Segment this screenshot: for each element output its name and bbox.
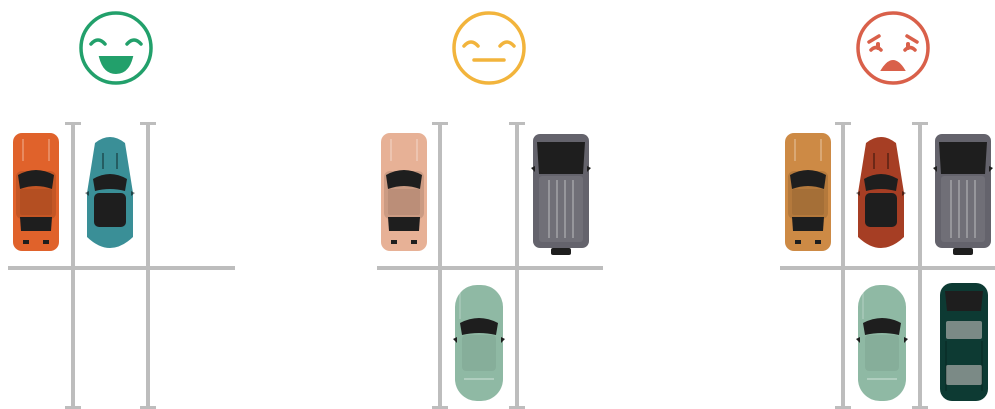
neutral-face-icon: [454, 13, 524, 83]
parked-car-sage: [856, 285, 908, 401]
parked-car-orange: [13, 133, 59, 251]
parked-car-rust: [856, 137, 906, 248]
parked-car-amber: [785, 133, 831, 251]
parked-car-grey-suv: [933, 134, 993, 255]
scenario-happy: [8, 13, 235, 409]
happy-face-icon: [81, 13, 151, 83]
sad-face-icon: [858, 13, 928, 83]
parked-car-grey-suv: [531, 134, 591, 255]
parked-car-teal: [85, 137, 135, 248]
scenario-sad: [780, 13, 995, 409]
parked-car-sage: [453, 285, 505, 401]
parked-car-dark-green-van: [940, 283, 988, 401]
parked-car-peach: [381, 133, 427, 251]
scenario-neutral: [377, 13, 603, 409]
